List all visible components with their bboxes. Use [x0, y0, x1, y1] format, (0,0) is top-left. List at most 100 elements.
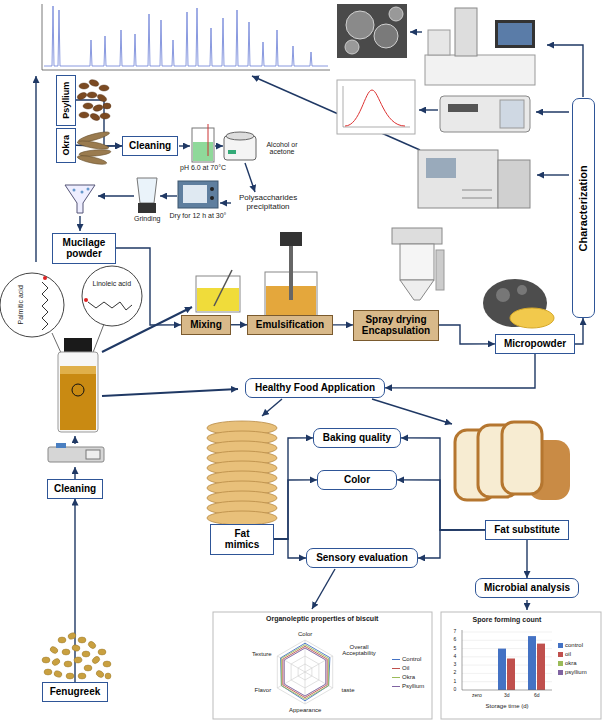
test-box: Color	[317, 470, 397, 490]
node-text: Mucilage powder	[59, 237, 109, 260]
tick-label: 3d	[504, 693, 510, 699]
step-note: Grinding	[134, 215, 160, 223]
node-text: Spray drying Encapsulation	[360, 314, 432, 337]
flow-arrows	[102, 307, 238, 396]
lab-equipment	[65, 124, 256, 213]
flow-arrow	[439, 325, 495, 344]
flow-arrow	[274, 539, 306, 558]
legend-item: oil	[558, 651, 571, 658]
legend-item: okra	[558, 660, 577, 667]
node-text: Cleaning	[54, 483, 96, 495]
process-box: Emulsification	[247, 315, 333, 335]
legend-item: psyllium	[558, 669, 587, 676]
legend-swatch	[558, 661, 563, 666]
molecule-label: Linoleic acid	[93, 280, 132, 288]
node-text: Sensory evaluation	[313, 552, 411, 564]
legend-text: control	[565, 642, 583, 649]
oil-extractor	[48, 443, 104, 462]
okra-pods	[77, 130, 111, 166]
process-box: Mixing	[181, 315, 231, 335]
test-box: Microbial analysis	[475, 578, 579, 598]
axis-label: Appearance	[289, 707, 321, 714]
test-box: Baking quality	[313, 428, 401, 448]
legend-swatch	[558, 643, 563, 648]
process-box: Cleaning	[122, 136, 178, 156]
legend-item: Oil	[392, 665, 409, 672]
product-box: Mucilage powder	[52, 233, 116, 264]
tick-label: 3	[454, 662, 457, 668]
sem-image	[337, 4, 407, 58]
flow-arrow	[385, 354, 535, 389]
product-box: Micropowder	[495, 334, 575, 354]
gc-instrument	[418, 150, 530, 208]
tick-label: 2	[454, 670, 457, 676]
bar-chart	[441, 612, 601, 719]
radar-chart	[213, 612, 432, 719]
flow-arrow	[575, 318, 583, 344]
tick-label: 1	[454, 679, 457, 685]
tick-label: 6	[454, 637, 457, 643]
legend-swatch	[392, 659, 400, 660]
process-box: Spray drying Encapsulation	[353, 310, 439, 341]
flow-arrow	[274, 438, 313, 539]
biscuit-stack	[207, 421, 277, 525]
tick-label: 4	[454, 654, 457, 660]
axis-label: Texture	[252, 651, 272, 658]
node-text: Mixing	[188, 319, 224, 331]
node-text: Healthy Food Application	[252, 382, 378, 394]
step-note: Dry for 12 h at 30°	[170, 212, 227, 220]
axis-label: Overall Acceptability	[337, 644, 381, 657]
node-text: Emulsification	[254, 319, 326, 331]
sem-instrument	[425, 8, 535, 85]
legend-item: Okra	[392, 674, 415, 681]
step-note: Polysaccharides precipitation	[232, 194, 304, 212]
node-text: Characterization	[577, 165, 590, 251]
flow-arrows	[75, 399, 527, 610]
step-note: pH 6.0 at 70°C	[180, 164, 226, 172]
node-text: Fat substitute	[492, 524, 562, 536]
source-box: Psyllium	[56, 75, 76, 126]
legend-swatch	[558, 652, 563, 657]
axis-title: Storage time (d)	[486, 703, 529, 710]
node-text: Fat mimics	[217, 528, 267, 551]
legend-text: Okra	[402, 674, 415, 681]
source-box: Okra	[56, 128, 76, 163]
bread-slices	[455, 422, 570, 500]
node-text: Psyllium	[61, 82, 71, 119]
oil-vial	[58, 338, 98, 432]
flow-arrow	[274, 480, 317, 539]
flow-arrow	[418, 530, 485, 558]
tick-label: 7	[454, 629, 457, 635]
fatty-acid-structure	[0, 266, 142, 386]
legend-item: Control	[392, 656, 421, 663]
legend-swatch	[392, 686, 400, 687]
axis-label: Flavor	[255, 687, 272, 694]
application-box: Healthy Food Application	[245, 378, 385, 398]
source-box: Fenugreek	[42, 682, 108, 702]
node-text: Okra	[61, 135, 71, 156]
node-text: Micropowder	[502, 338, 568, 350]
node-text: Fenugreek	[49, 686, 101, 698]
analysis-box: Characterization	[572, 98, 595, 318]
node-text: Cleaning	[129, 140, 171, 152]
axis-label: Color	[298, 631, 312, 638]
node-text: Color	[324, 474, 390, 486]
flow-arrow	[231, 324, 247, 325]
legend-text: Oil	[402, 665, 409, 672]
flow-arrow	[526, 540, 527, 579]
legend-item: control	[558, 642, 583, 649]
flow-arrow	[74, 499, 75, 683]
flow-arrows	[410, 32, 583, 175]
fenugreek-seeds	[42, 632, 111, 679]
legend-text: psyllium	[565, 669, 587, 676]
step-note: Alcohol or acetone	[262, 141, 302, 156]
product-box: Fat substitute	[485, 520, 569, 540]
chart-title: Spore forming count	[473, 616, 542, 624]
tick-label: zero	[472, 693, 482, 699]
chart-title: Organoleptic properties of biscuit	[266, 615, 378, 623]
molecule-label: Palmitic acid	[16, 285, 24, 324]
